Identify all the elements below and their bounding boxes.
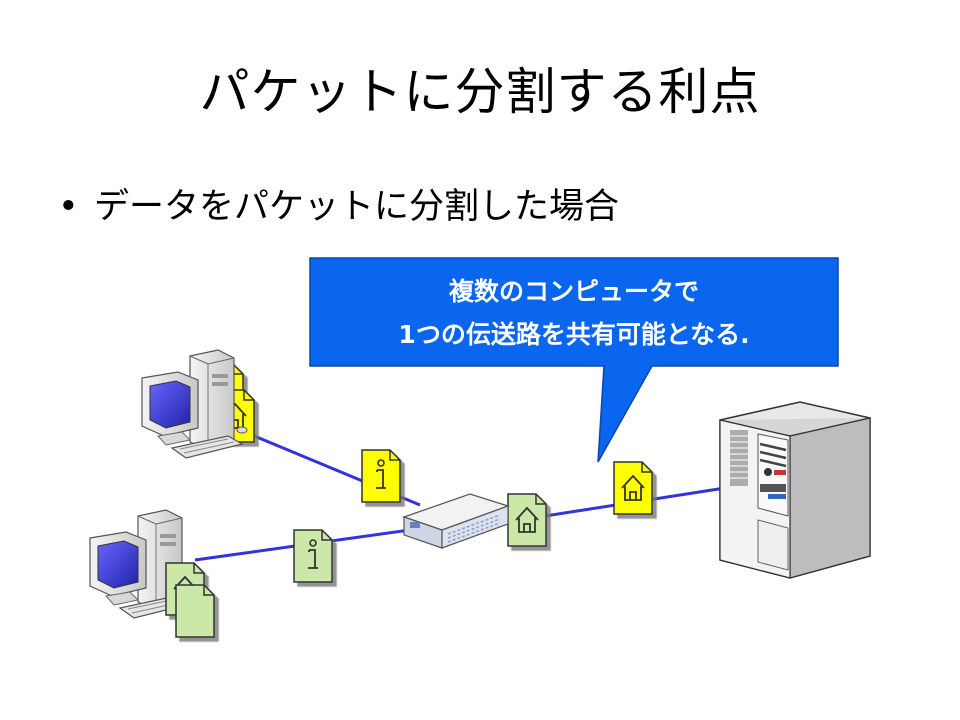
bullet-item: • データをパケットに分割した場合 xyxy=(58,178,619,229)
bullet-dot: • xyxy=(58,187,79,227)
server-computer xyxy=(719,401,871,579)
packet-green-info xyxy=(293,529,333,583)
desktop-computer-1 xyxy=(141,349,248,459)
packet-yellow-info xyxy=(361,449,401,503)
packet-green xyxy=(175,584,215,638)
packet-green-house xyxy=(507,493,547,547)
packet-yellow-house xyxy=(613,461,653,515)
callout-line-1: 複数のコンピュータで xyxy=(449,277,699,306)
slide-title: パケットに分割する利点 xyxy=(199,63,761,121)
bullet-text: データをパケットに分割した場合 xyxy=(94,187,620,227)
callout-bubble xyxy=(309,257,839,463)
network-hub xyxy=(402,493,510,549)
callout-line-2: 1つの伝送路を共有可能となる. xyxy=(398,320,749,349)
